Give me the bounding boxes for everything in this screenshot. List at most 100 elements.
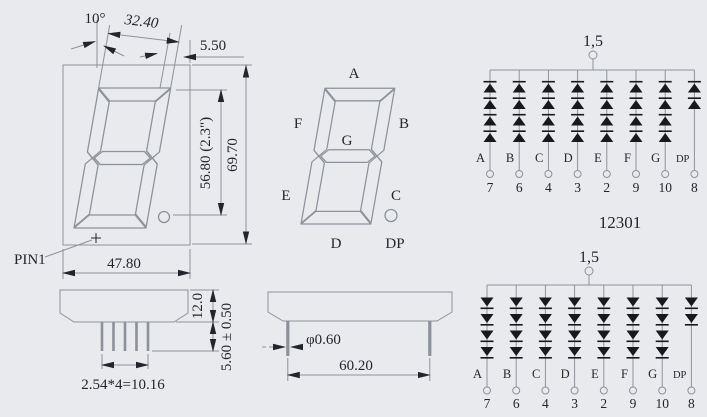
pins	[100, 322, 150, 351]
diode-icon	[568, 347, 582, 356]
pin-diameter-label: φ0.60	[306, 332, 341, 348]
segment-diagram: A F B G E C D DP	[281, 66, 409, 252]
pin-terminal	[544, 170, 553, 178]
segment-label: F	[621, 367, 628, 381]
segment-column: F9	[621, 285, 640, 411]
pin-terminal	[661, 170, 670, 178]
pin-terminal	[573, 170, 582, 178]
pin-span-label: 60.20	[339, 358, 373, 374]
segment-column: E2	[594, 70, 614, 195]
diode-icon	[538, 347, 552, 356]
diode-icon	[571, 116, 585, 126]
diode-icon	[541, 133, 555, 142]
diode-icon	[541, 83, 555, 93]
segment-column: A7	[473, 285, 494, 411]
digit-height-label: 56.80 (2.3")	[198, 117, 214, 189]
decimal-point	[157, 210, 171, 224]
diode-icon	[512, 100, 526, 109]
diode-icon	[658, 116, 672, 126]
segment-column: F9	[624, 70, 643, 195]
front-view: 10° 32.40 5.50 56.80 (2.3") 69.70 47.80 …	[14, 11, 252, 279]
package-width-label: 47.80	[107, 256, 141, 272]
pin-number: 10	[655, 396, 669, 411]
pin-terminal	[570, 386, 579, 395]
diode-icon	[509, 314, 523, 323]
diode-icon	[687, 100, 701, 109]
package-outline	[62, 64, 191, 246]
pin-number: 3	[574, 180, 581, 195]
segment-g-label: G	[342, 133, 353, 149]
pin1-cross-mark	[91, 233, 101, 243]
pin-number: 6	[513, 396, 520, 411]
diode-icon	[629, 116, 643, 126]
segment-column: DP8	[673, 285, 698, 411]
pin-terminal	[632, 170, 640, 178]
segment-column: C4	[532, 285, 552, 411]
segment-column: D3	[564, 70, 585, 195]
segment-column: B6	[506, 70, 526, 195]
diode-icon	[512, 133, 526, 142]
body-outline	[267, 291, 453, 322]
segment-column: E2	[591, 285, 611, 411]
pin-number: 9	[630, 396, 637, 411]
package-height-label: 69.70	[225, 138, 241, 172]
diode-icon	[509, 347, 523, 356]
diode-icon	[483, 100, 497, 109]
diode-icon	[629, 133, 643, 142]
diode-icon	[541, 116, 555, 126]
diode-icon	[684, 314, 698, 323]
segment-dp-label: DP	[385, 236, 404, 252]
segment-column: C4	[535, 70, 555, 195]
segment-b-label: B	[399, 116, 409, 132]
pin-number: 8	[691, 180, 698, 195]
top-offset-label: 5.50	[200, 38, 226, 54]
segment-label: E	[591, 367, 599, 381]
pin-terminal	[658, 386, 667, 395]
pin-number: 2	[600, 396, 607, 411]
segment-label: F	[624, 151, 631, 165]
diode-icon	[480, 330, 494, 340]
pin-number: 8	[688, 396, 695, 411]
body-thickness-label: 12.0	[190, 293, 206, 319]
pin1-label: PIN1	[14, 252, 46, 268]
pin-terminal	[629, 386, 637, 395]
segment-label: B	[503, 367, 511, 381]
pin-terminal	[486, 170, 494, 178]
diode-icon	[512, 116, 526, 126]
diode-icon	[626, 330, 640, 340]
pin-number: 4	[542, 396, 549, 411]
diode-icon	[571, 83, 585, 93]
segment-a-label: A	[349, 66, 360, 82]
pin-terminal	[483, 386, 491, 395]
common-pins-label-bottom: 1,5	[579, 249, 599, 266]
side-view-profile: φ0.60 60.20	[262, 291, 453, 381]
diode-icon	[600, 133, 614, 142]
diode-icon	[509, 297, 523, 307]
segment-label: C	[535, 151, 543, 165]
pin-terminal	[599, 386, 608, 395]
seven-segment-digit	[73, 87, 172, 229]
diode-icon	[480, 347, 494, 356]
pin-number: 4	[545, 180, 552, 195]
segment-label: A	[476, 151, 485, 165]
diode-icon	[626, 347, 640, 356]
segment-column: B6	[503, 285, 523, 411]
segment-label: G	[648, 367, 657, 381]
diode-icon	[597, 347, 611, 356]
pin-terminal	[690, 170, 699, 178]
segment-column: G10	[651, 70, 672, 195]
pin-terminal	[602, 170, 611, 178]
diode-icon	[658, 83, 672, 93]
pin-terminal	[541, 386, 550, 395]
diode-icon	[655, 314, 669, 323]
diode-icon	[626, 314, 640, 323]
pin-length-label: 5.60 ± 0.50	[219, 303, 235, 371]
diode-icon	[597, 297, 611, 307]
pin-number: 3	[571, 396, 578, 411]
pin-number: 10	[658, 180, 672, 195]
diode-icon	[684, 297, 698, 307]
pin-number: 9	[633, 180, 640, 195]
segment-column: G 10	[648, 285, 669, 411]
tilt-angle-label: 10°	[85, 11, 106, 27]
